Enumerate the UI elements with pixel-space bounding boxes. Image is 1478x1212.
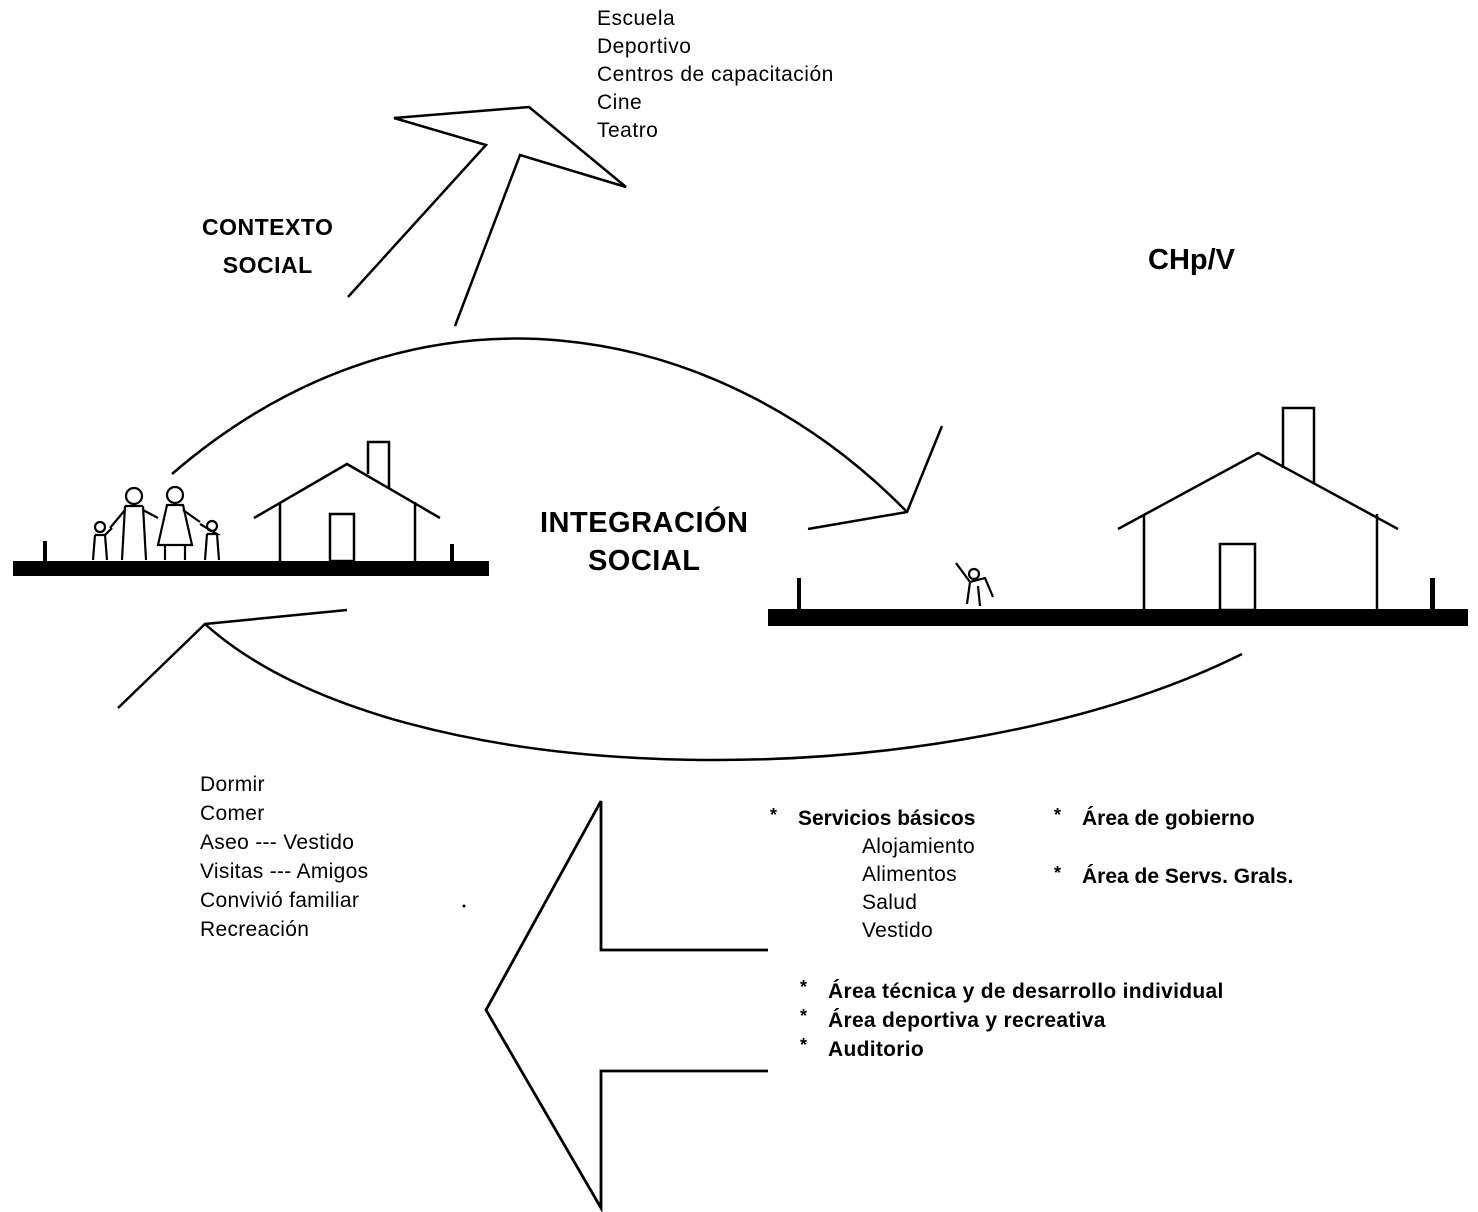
list-item: Visitas --- Amigos [200,860,369,883]
servicios-basicos-list: * Servicios básicos Alojamiento Alimento… [770,805,976,945]
list-item: Convivió familiar [200,889,360,912]
bullet-icon: * [1054,863,1062,883]
list-item: Escuela [597,7,676,30]
list-item: Comer [200,802,265,825]
list-item: Cine [597,91,643,114]
right-ground-line [768,609,1468,626]
bullet-icon: * [800,1006,808,1026]
area-label: Área deportiva y recreativa [828,1009,1106,1032]
contexto-social-label: CONTEXTO SOCIAL [202,208,333,284]
list-item: * Auditorio [800,1035,1224,1064]
bottom-arc-arrowhead [117,608,348,709]
bullet-icon: * [770,805,778,825]
child-figure [955,562,995,607]
area-label: Área de gobierno [1082,807,1255,830]
list-item: Deportivo [597,35,692,58]
bottom-arc [204,623,1243,762]
list-item: * Área deportiva y recreativa [800,1006,1224,1035]
bullet-icon: * [800,977,808,997]
family-home-scene [13,440,489,576]
contexto-line: SOCIAL [222,252,313,278]
areas-right-list: * Área de gobierno * Área de Servs. Gral… [1054,805,1294,891]
list-item: * Área de gobierno [1054,805,1293,833]
servicios-title: Servicios básicos [798,807,976,830]
list-item: Dormir [200,773,265,796]
area-label: Auditorio [828,1038,925,1061]
list-item: Alojamiento [862,835,976,858]
list-item: Salud [862,891,918,914]
daily-activities-list: Dormir Comer Aseo --- Vestido Visitas --… [200,770,368,944]
left-ground-line [13,561,489,576]
large-left-arrow [484,800,768,1212]
top-arc [171,337,908,513]
list-item: * Área técnica y de desarrollo individua… [800,977,1224,1006]
list-item: Centros de capacitación [597,63,834,86]
integracion-line: INTEGRACIÓN [540,507,749,539]
list-item: Alimentos [862,863,957,886]
chpv-label: CHp/V [1148,244,1235,276]
list-item: Aseo --- Vestido [200,831,355,854]
bullet-icon: * [800,1035,808,1055]
area-label: Área de Servs. Grals. [1082,865,1294,888]
bullet-icon: * [1054,805,1062,825]
family-house [253,440,441,563]
list-item: Vestido [862,919,933,942]
contexto-line: CONTEXTO [202,214,334,240]
integracion-line: SOCIAL [587,545,701,577]
list-item: * Servicios básicos [770,805,976,833]
family-figures [91,485,222,561]
areas-bottom-list: * Área técnica y de desarrollo individua… [800,977,1224,1064]
list-item: Recreación [200,918,310,941]
context-arrow [347,105,627,327]
top-arc-arrowhead [807,425,944,531]
chpv-scene [768,406,1468,626]
list-item: Teatro [597,119,659,142]
integracion-social-label: INTEGRACIÓN SOCIAL [540,504,749,580]
chpv-house [1117,406,1399,612]
list-item: * Área de Servs. Grals. [1054,863,1294,891]
area-label: Área técnica y de desarrollo individual [828,980,1224,1003]
facilities-list: Escuela Deportivo Centros de capacitació… [597,5,834,145]
